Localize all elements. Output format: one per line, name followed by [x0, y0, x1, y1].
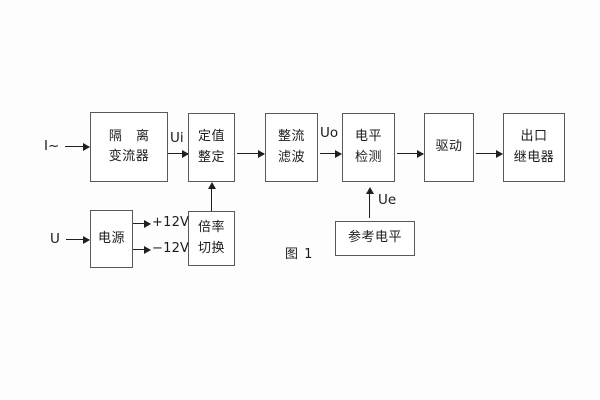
arrow-voltage-to-power-supply [66, 235, 90, 244]
arrow-level-detect-to-drive [397, 149, 424, 158]
block-level-detect-line1: 电平 [354, 129, 382, 145]
arrow-multiplier-switch-to-setting [207, 182, 216, 211]
block-multiplier-switch-line1: 倍率 [197, 220, 225, 236]
block-power-supply: 电源 [90, 210, 133, 268]
arrow-current-to-isolation-ct [65, 142, 90, 151]
signal-label-ue: Ue [378, 192, 397, 208]
block-power-supply-line1: 电源 [97, 230, 125, 246]
block-setting-line1: 定值 [197, 129, 225, 145]
block-setting-value: 定值 整定 [188, 113, 235, 182]
arrow-power-supply-neg12v [133, 245, 151, 254]
block-drive-line1: 驱动 [435, 139, 463, 155]
arrow-rectifier-to-level-detect [320, 149, 342, 158]
input-label-current: I~ [44, 138, 60, 154]
block-multiplier-switch: 倍率 切换 [188, 211, 235, 266]
block-output-relay: 出口 继电器 [503, 113, 565, 182]
block-isolation-current-transformer: 隔 离 变流器 [90, 112, 168, 182]
block-reference-level: 参考电平 [335, 221, 415, 256]
block-reference-level-line1: 参考电平 [347, 230, 402, 246]
arrow-setting-to-rectifier [237, 149, 265, 158]
arrow-reference-level-to-level-detect [365, 187, 374, 218]
figure-caption: 图 1 [285, 247, 314, 262]
block-rectifier-filter: 整流 滤波 [265, 113, 318, 182]
signal-label-pos12v: +12V [152, 215, 190, 230]
block-rectifier-line1: 整流 [277, 129, 305, 145]
input-label-voltage: U [50, 231, 60, 247]
block-setting-line2: 整定 [197, 149, 225, 165]
arrow-power-supply-pos12v [133, 219, 151, 228]
signal-label-uo: Uo [320, 125, 339, 141]
block-output-relay-line1: 出口 [520, 129, 548, 145]
block-isolation-ct-line1: 隔 离 [108, 128, 155, 144]
block-rectifier-line2: 滤波 [277, 149, 305, 165]
signal-label-ui: Ui [170, 130, 184, 146]
arrow-drive-to-output-relay [476, 149, 503, 158]
block-multiplier-switch-line2: 切换 [197, 240, 225, 256]
block-isolation-ct-line2: 变流器 [108, 149, 150, 164]
block-level-detect-line2: 检测 [354, 149, 382, 165]
arrow-isolation-ct-to-setting [168, 149, 189, 158]
block-level-detection: 电平 检测 [342, 113, 395, 182]
block-drive: 驱动 [424, 113, 474, 182]
block-output-relay-line2: 继电器 [513, 149, 555, 165]
signal-label-neg12v: −12V [152, 241, 190, 256]
